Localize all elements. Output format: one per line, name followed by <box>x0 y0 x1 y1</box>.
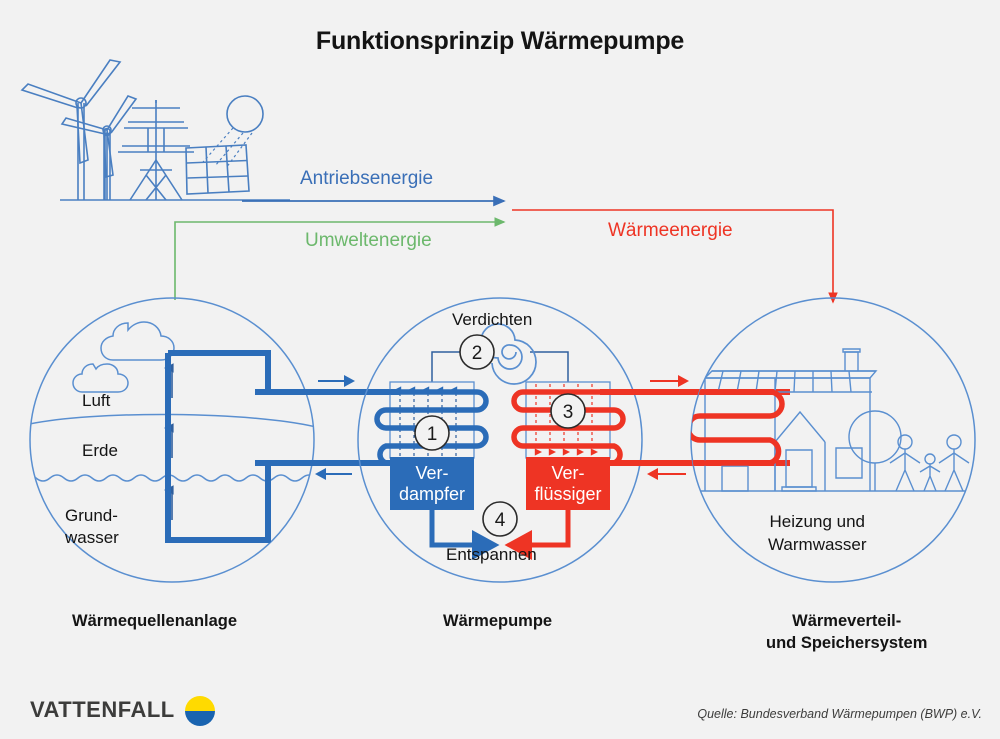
environment-energy-label: Umweltenergie <box>305 230 432 251</box>
solar-panel-icon <box>185 144 250 195</box>
house-icon <box>703 348 878 492</box>
source-to-pump-pipes <box>255 375 400 480</box>
earth-horizon-line <box>30 413 314 429</box>
evaporator-label: Ver- dampfer <box>390 463 474 505</box>
step-3-badge <box>550 393 586 429</box>
heating-line-2: Warmwasser <box>768 535 867 554</box>
groundwater-line-1: Grund- <box>65 506 118 525</box>
drive-energy-label: Antriebsenergie <box>300 168 434 189</box>
source-layer-air-label: Luft <box>82 391 111 410</box>
evaporator-coil <box>374 389 489 466</box>
cloud-icon <box>72 363 129 393</box>
power-pylon-icon <box>118 100 194 201</box>
expansion-label: Entspannen <box>446 545 537 564</box>
source-layer-earth-label: Erde <box>82 441 118 460</box>
heat-energy-label: Wärmeenergie <box>608 220 733 241</box>
refrigerant-loop-top <box>431 351 569 382</box>
flow-arrows <box>174 195 838 304</box>
heating-line-1: Heizung und <box>769 512 865 531</box>
step-badges <box>414 334 586 537</box>
distribution-caption-line-1: Wärmeverteil- <box>792 612 902 630</box>
caption-distribution-system: Wärmeverteil- und Speichersystem <box>766 610 927 654</box>
expansion-line-blue <box>429 510 500 560</box>
condenser-line-2: flüssiger <box>534 484 602 504</box>
house-circle-group <box>690 297 976 583</box>
page-title: Funktionsprinzip Wärmepumpe <box>315 27 685 55</box>
expansion-line-red <box>504 510 571 560</box>
step-4-badge <box>482 501 518 537</box>
caption-heat-pump: Wärmepumpe <box>443 612 553 630</box>
house-circle-contents <box>691 348 975 492</box>
renewable-energy-icons <box>20 59 290 201</box>
house-circle <box>690 297 976 583</box>
family-icon <box>889 434 970 492</box>
step-2-badge <box>459 334 495 370</box>
source-attribution: Quelle: Bundesverband Wärmepumpen (BWP) … <box>697 707 982 721</box>
wind-turbine-icon <box>102 127 112 200</box>
source-layer-groundwater-label: Grund- wasser <box>65 505 119 549</box>
step-4-text: 4 <box>495 510 506 531</box>
condenser-label: Ver- flüssiger <box>526 463 610 505</box>
caption-source-system: Wärmequellenanlage <box>72 612 238 630</box>
distribution-caption-line-2: und Speichersystem <box>766 634 928 652</box>
vattenfall-wordmark: VATTENFALL <box>30 697 175 722</box>
evaporator-label-box: Ver- dampfer <box>390 457 474 510</box>
sun-icon <box>226 95 264 133</box>
radiator-coil <box>691 389 785 466</box>
step-2-text: 2 <box>472 343 483 364</box>
sun-rays-icon <box>202 127 253 169</box>
condenser-line-1: Ver- <box>551 463 585 483</box>
groundwater-line-2: wasser <box>65 528 119 547</box>
condenser-label-box: Ver- flüssiger <box>526 457 610 510</box>
environment-energy-arrow <box>174 217 506 300</box>
evaporator-line-1: Ver- <box>415 463 449 483</box>
compression-label: Verdichten <box>452 310 533 329</box>
vattenfall-logo-icon <box>185 696 215 726</box>
wind-turbine-icon <box>20 59 122 200</box>
pump-circle <box>357 297 643 583</box>
heat-energy-arrow <box>512 209 838 304</box>
heating-hotwater-label: Heizung und Warmwasser <box>768 510 867 556</box>
step-3-text: 3 <box>563 402 574 423</box>
evaporator-line-2: dampfer <box>398 484 466 504</box>
condenser-coil <box>511 389 626 466</box>
source-circle <box>29 297 315 583</box>
step-1-text: 1 <box>427 424 438 445</box>
step-1-badge <box>414 415 450 451</box>
condenser-flow-arrows <box>534 384 598 456</box>
